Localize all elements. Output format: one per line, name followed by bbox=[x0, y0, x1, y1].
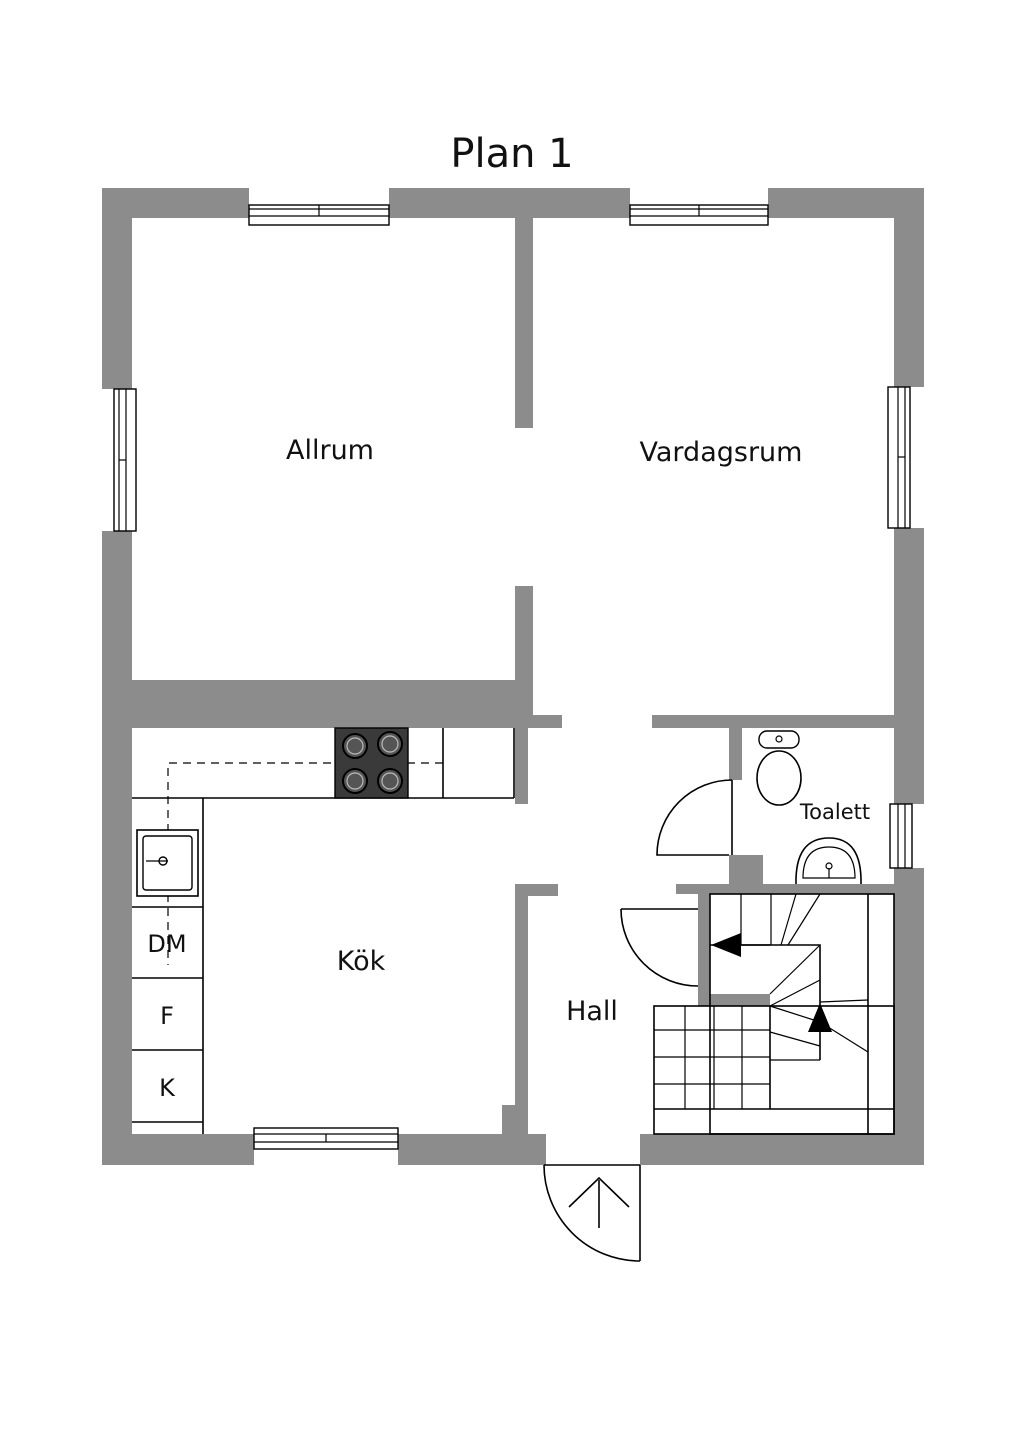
window-bottom bbox=[253, 1127, 399, 1150]
appliance-label-freezer: F bbox=[160, 1002, 174, 1030]
window-toilet bbox=[889, 803, 913, 869]
stove-icon bbox=[334, 727, 409, 799]
staircase bbox=[653, 893, 895, 1135]
window-top-left bbox=[248, 204, 390, 226]
room-label-vardagsrum: Vardagsrum bbox=[640, 437, 803, 468]
stair-arrow-up-icon bbox=[808, 1003, 832, 1032]
appliance-label-fridge: K bbox=[159, 1074, 176, 1102]
room-label-allrum: Allrum bbox=[286, 435, 374, 466]
room-label-kok: Kök bbox=[337, 946, 386, 977]
room-label-toalett: Toalett bbox=[799, 800, 870, 824]
window-top-right bbox=[629, 204, 769, 226]
interior-walls bbox=[132, 218, 894, 1134]
window-right bbox=[887, 386, 911, 529]
entrance-arrow-icon bbox=[568, 1176, 630, 1228]
bathroom-sink-icon bbox=[795, 837, 862, 885]
toilet-door bbox=[656, 779, 733, 856]
kitchen-sink-icon bbox=[136, 829, 199, 897]
exterior-walls bbox=[102, 188, 924, 1165]
stair-door bbox=[620, 908, 699, 987]
room-label-hall: Hall bbox=[566, 996, 618, 1027]
plan-title: Plan 1 bbox=[450, 131, 573, 177]
window-left bbox=[113, 388, 137, 532]
toilet-icon bbox=[756, 730, 802, 806]
kitchen-counter bbox=[132, 728, 515, 1134]
stair-arrow-left-icon bbox=[711, 933, 741, 957]
appliance-label-dishwasher: DM bbox=[147, 930, 186, 958]
entrance-door bbox=[543, 1164, 641, 1262]
